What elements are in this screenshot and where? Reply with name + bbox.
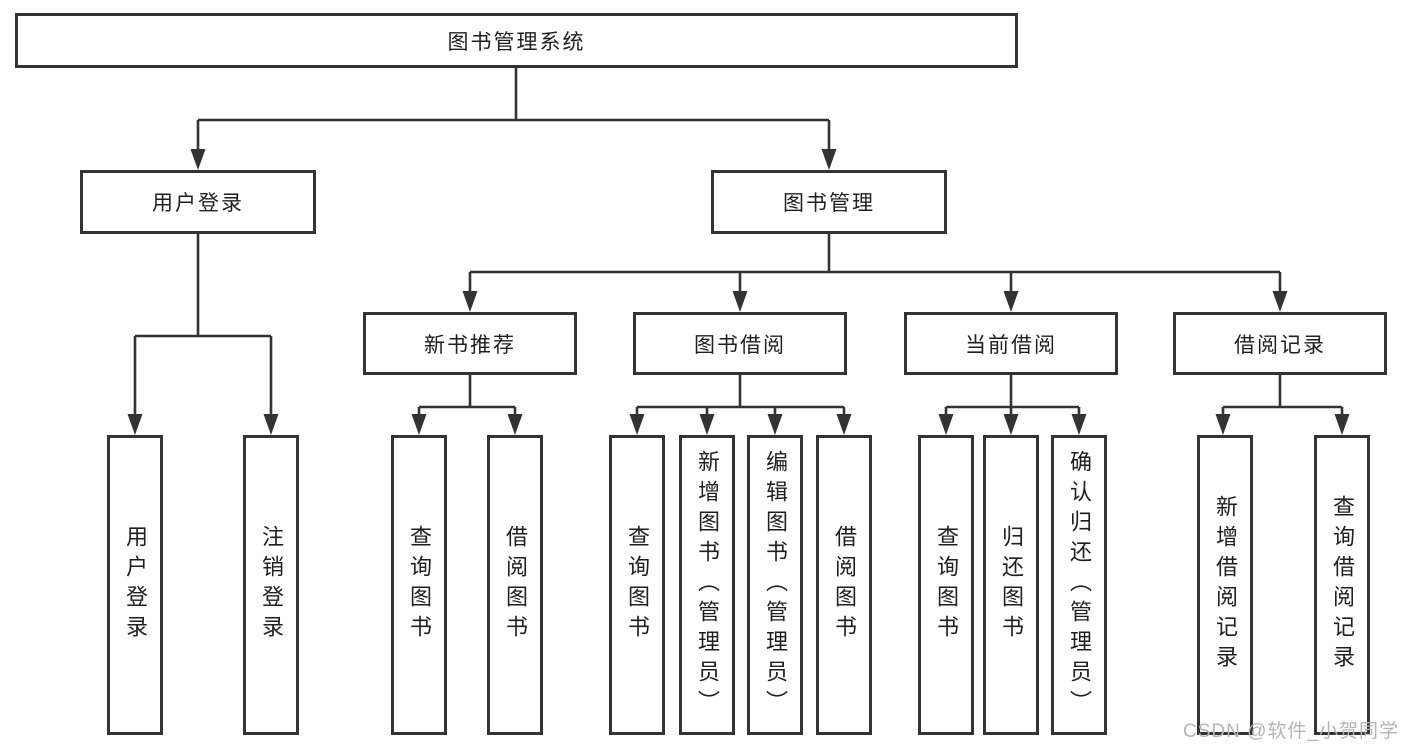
leaf-edit-book-admin-label: 编辑图书（管理员） [763, 450, 788, 720]
leaf-query-books-current-label: 查询图书 [934, 525, 959, 645]
node-book-management: 图书管理 [711, 170, 947, 234]
leaf-edit-book-admin: 编辑图书（管理员） [747, 435, 803, 735]
leaf-logout-label: 注销登录 [259, 525, 284, 645]
leaf-user-login-label: 用户登录 [123, 525, 148, 645]
node-new-book-recommend-label: 新书推荐 [424, 333, 516, 357]
leaf-return-books: 归还图书 [983, 435, 1039, 735]
leaf-borrow-books-recommend-label: 借阅图书 [503, 525, 528, 645]
leaf-borrow-books-borrow: 借阅图书 [816, 435, 872, 735]
leaf-query-books-current: 查询图书 [918, 435, 974, 735]
leaf-query-borrow-record-label: 查询借阅记录 [1330, 495, 1355, 675]
node-new-book-recommend: 新书推荐 [363, 312, 577, 375]
node-current-borrow-label: 当前借阅 [965, 333, 1057, 357]
node-borrow-records-label: 借阅记录 [1234, 333, 1326, 357]
leaf-add-book-admin: 新增图书（管理员） [679, 435, 735, 735]
leaf-logout: 注销登录 [243, 435, 299, 735]
node-book-borrow: 图书借阅 [633, 312, 847, 375]
node-book-borrow-label: 图书借阅 [694, 333, 786, 357]
leaf-add-borrow-record: 新增借阅记录 [1197, 435, 1253, 735]
arrowheads [127, 149, 1350, 435]
leaf-query-books-recommend: 查询图书 [391, 435, 447, 735]
leaf-query-books-recommend-label: 查询图书 [407, 525, 432, 645]
node-root-label: 图书管理系统 [447, 30, 586, 54]
node-root: 图书管理系统 [15, 13, 1018, 68]
leaf-add-borrow-record-label: 新增借阅记录 [1213, 495, 1238, 675]
node-user-login: 用户登录 [80, 170, 316, 234]
leaf-borrow-books-borrow-label: 借阅图书 [832, 525, 857, 645]
leaf-query-books-borrow-label: 查询图书 [625, 525, 650, 645]
leaf-query-borrow-record: 查询借阅记录 [1314, 435, 1370, 735]
node-current-borrow: 当前借阅 [904, 312, 1118, 375]
node-borrow-records: 借阅记录 [1173, 312, 1387, 375]
node-user-login-label: 用户登录 [152, 192, 244, 215]
leaf-query-books-borrow: 查询图书 [609, 435, 665, 735]
leaf-borrow-books-recommend: 借阅图书 [487, 435, 543, 735]
leaf-add-book-admin-label: 新增图书（管理员） [695, 450, 720, 720]
node-book-management-label: 图书管理 [783, 192, 875, 215]
watermark-text: CSDN @软件_小贺同学 [1183, 721, 1399, 742]
leaf-confirm-return-admin-label: 确认归还（管理员） [1067, 450, 1092, 720]
leaf-return-books-label: 归还图书 [999, 525, 1024, 645]
leaf-user-login: 用户登录 [107, 435, 163, 735]
leaf-confirm-return-admin: 确认归还（管理员） [1051, 435, 1107, 735]
